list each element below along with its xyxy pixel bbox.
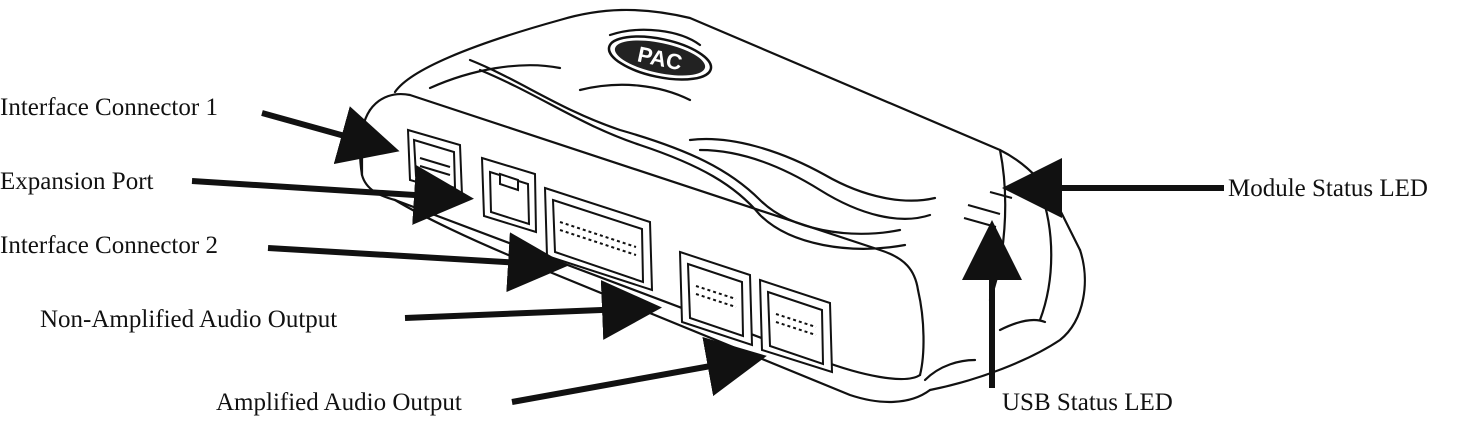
label-module-status-led: Module Status LED [1228, 175, 1428, 202]
device-body [358, 8, 1086, 403]
label-interface-connector-2: Interface Connector 2 [0, 232, 218, 259]
amplified-audio-output-port [758, 278, 834, 374]
interface-connector-2-port [543, 186, 654, 292]
label-interface-connector-1: Interface Connector 1 [0, 94, 218, 121]
arrow-interface-connector-1 [261, 106, 400, 165]
label-non-amplified-audio-output: Non-Amplified Audio Output [40, 306, 338, 333]
interface-connector-1-port [406, 128, 464, 197]
label-usb-status-led: USB Status LED [1002, 389, 1173, 416]
arrow-amplified-audio-output [511, 337, 767, 405]
arrow-interface-connector-2 [267, 232, 568, 293]
pac-logo: PAC [607, 35, 713, 81]
module-status-led [967, 204, 1001, 215]
usb-status-led [963, 217, 997, 228]
arrow-expansion-port [191, 165, 474, 225]
arrow-non-amplified-audio-output [404, 279, 662, 340]
label-amplified-audio-output: Amplified Audio Output [216, 389, 462, 416]
non-amplified-audio-output-port [678, 250, 754, 347]
expansion-port [480, 156, 538, 234]
label-expansion-port: Expansion Port [0, 168, 154, 195]
